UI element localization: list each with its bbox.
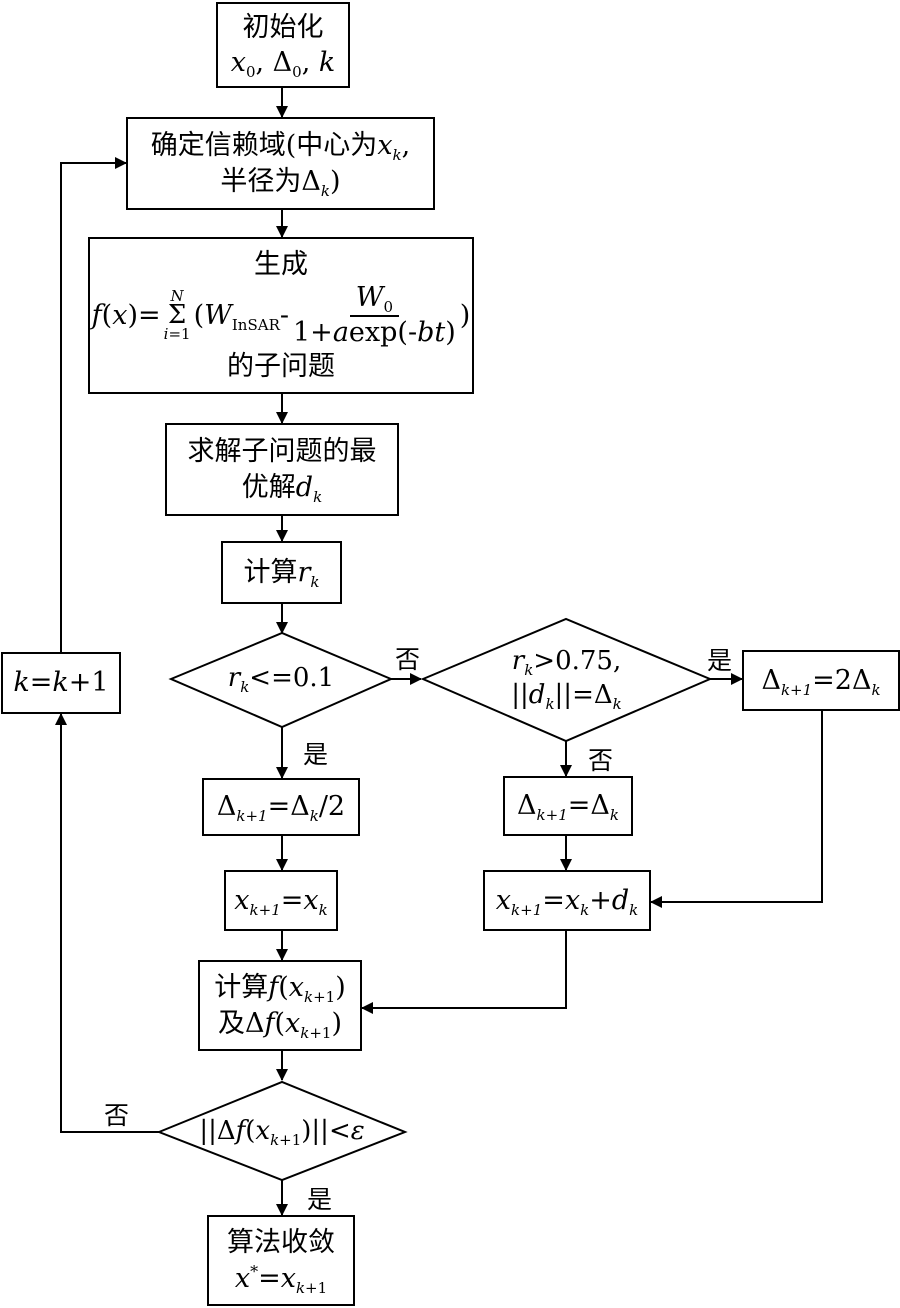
trust-region-line1: 确定信赖域(中心为xk, [150, 130, 411, 165]
solve-box: 求解子问题的最 优解dk [165, 423, 399, 516]
delta-same-text: Δk+1=Δk [517, 790, 619, 825]
x-step-text: xk+1=xk+dk [495, 884, 639, 919]
delta-double-text: Δk+1=2Δk [761, 664, 881, 699]
diamond-cond3 [156, 1080, 408, 1182]
init-title: 初始化 [242, 11, 324, 43]
x-step-box: xk+1=xk+dk [483, 870, 651, 931]
diamond-cond2 [420, 617, 713, 743]
arrow-delta-double-to-x-step [650, 711, 823, 908]
arrow-cond3-no-to-increment [55, 713, 159, 1133]
cond1-text: rk<=0.1 [227, 663, 335, 697]
x-same-box: xk+1=xk [224, 870, 338, 931]
diamond-cond1 [168, 631, 394, 729]
solve-line2: 优解dk [241, 471, 323, 506]
cond3-text: ||Δf(xk+1)||<ε [199, 1116, 365, 1150]
solve-line1: 求解子问题的最 [187, 436, 377, 468]
generate-title: 生成 [254, 249, 308, 281]
label-cond2-no: 否 [588, 746, 614, 775]
delta-half-box: Δk+1=Δk/2 [202, 778, 360, 836]
trust-region-line2: 半径为Δk) [220, 165, 341, 200]
compute-r-text: 计算rk [243, 556, 320, 591]
trust-region-box: 确定信赖域(中心为xk, 半径为Δk) [126, 117, 435, 210]
converge-line1: 算法收敛 [227, 1227, 335, 1259]
label-cond1-yes: 是 [303, 740, 329, 769]
delta-same-box: Δk+1=Δk [503, 776, 633, 836]
converge-box: 算法收敛 x*=xk+1 [207, 1215, 355, 1306]
arrow-x-step-to-compute-f [361, 931, 567, 1014]
increment-box: k=k+1 [1, 652, 121, 714]
label-cond2-yes: 是 [707, 646, 733, 675]
compute-f-line1: 计算f(xk+1) [214, 972, 346, 1007]
arrow-increment-to-trust-region [60, 157, 127, 652]
delta-double-box: Δk+1=2Δk [742, 650, 900, 711]
label-cond3-yes: 是 [307, 1185, 333, 1214]
generate-subproblem: 的子问题 [227, 350, 335, 382]
increment-text: k=k+1 [13, 667, 109, 699]
cond2-text: rk>0.75, ||dk||=Δk [511, 646, 622, 713]
label-cond3-no: 否 [104, 1101, 130, 1130]
compute-f-box: 计算f(xk+1) 及Δf(xk+1) [198, 960, 362, 1051]
compute-r-box: 计算rk [221, 541, 342, 604]
compute-f-line2: 及Δf(xk+1) [217, 1007, 343, 1042]
init-box: 初始化 x0, Δ0, k [216, 2, 350, 88]
x-same-text: xk+1=xk [234, 884, 328, 919]
delta-half-text: Δk+1=Δk/2 [216, 791, 346, 826]
converge-line2: x*=xk+1 [234, 1261, 328, 1297]
init-params: x0, Δ0, k [230, 47, 336, 81]
label-cond1-no: 否 [395, 645, 421, 674]
